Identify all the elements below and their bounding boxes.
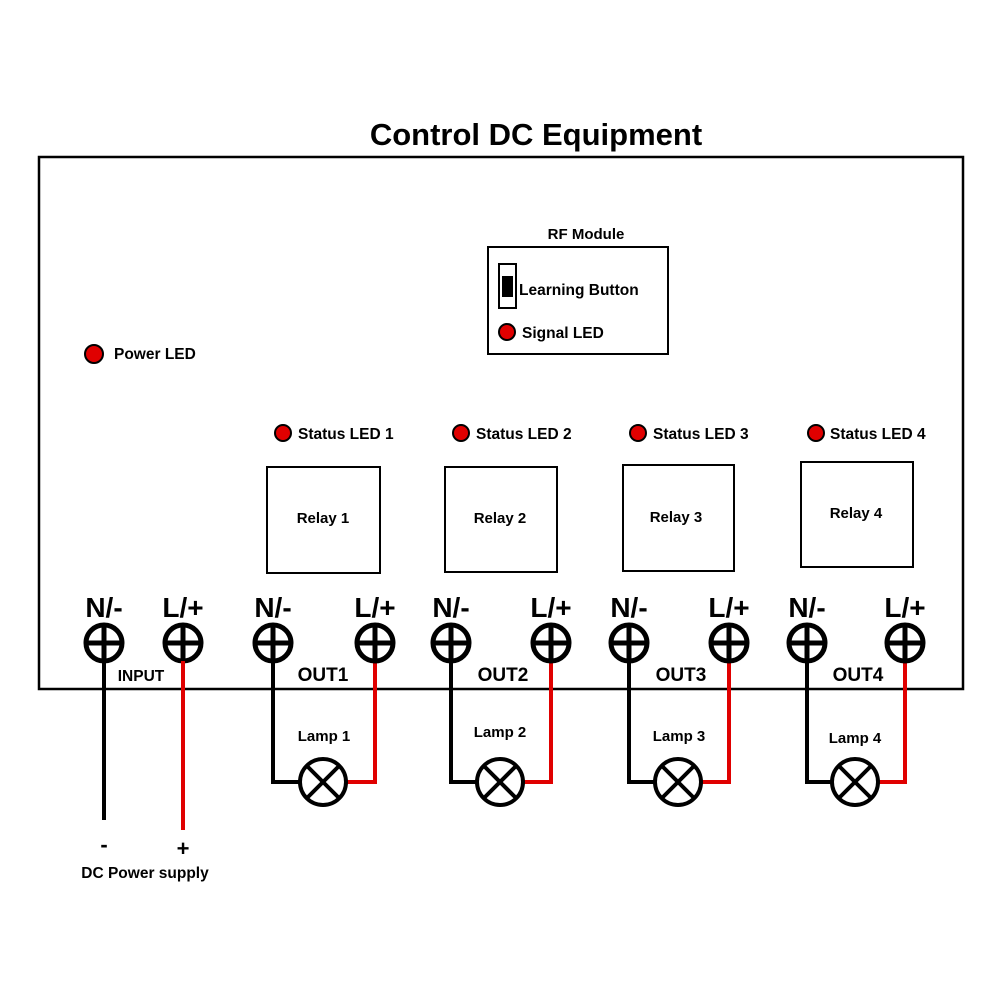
out-neg-label-1: N/- (254, 592, 291, 623)
out-label-3: OUT3 (656, 665, 707, 686)
input-pos-screw[interactable] (162, 622, 204, 664)
input-terminal-block: N/- L/+ INPUT (83, 592, 204, 685)
status-led-label-1: Status LED 1 (298, 426, 394, 443)
channel-3: Status LED 3 Relay 3 N/- L/+ OUT3 Lamp 3 (608, 424, 750, 807)
status-led-3 (629, 424, 647, 442)
channel-2: Status LED 2 Relay 2 N/- L/+ OUT2 Lamp 2 (430, 424, 572, 807)
relay-label-3: Relay 3 (650, 509, 703, 526)
lamp-icon-1 (298, 757, 348, 807)
status-led-4 (807, 424, 825, 442)
power-led-label: Power LED (114, 346, 196, 363)
status-led-label-4: Status LED 4 (830, 426, 926, 443)
out-label-2: OUT2 (478, 665, 529, 686)
lamp-icon-2 (475, 757, 525, 807)
diagram-title: Control DC Equipment (370, 117, 702, 152)
out-neg-label-4: N/- (788, 592, 825, 623)
signal-led-label: Signal LED (522, 325, 604, 342)
lamp-neg-wire-3 (627, 661, 655, 784)
channel-4: Status LED 4 Relay 4 N/- L/+ OUT4 Lamp 4 (786, 424, 926, 807)
learning-button-knob (502, 276, 513, 297)
lamp-pos-wire-2 (523, 661, 553, 784)
lamp-icon-3 (653, 757, 703, 807)
lamp-neg-wire-4 (805, 661, 832, 784)
out-neg-label-3: N/- (610, 592, 647, 623)
out-pos-screw-2[interactable] (530, 622, 572, 664)
controller-board (37, 155, 965, 691)
relay-3 (622, 464, 735, 572)
rf-module: RF Module Learning Button Signal LED (487, 226, 669, 355)
power-supply-neg-sign: - (100, 832, 107, 857)
out-pos-label-2: L/+ (530, 592, 571, 623)
lamp-label-2: Lamp 2 (474, 724, 527, 741)
out-neg-screw-2[interactable] (430, 622, 472, 664)
out-neg-screw-1[interactable] (252, 622, 294, 664)
relay-label-2: Relay 2 (474, 510, 527, 527)
relay-4 (800, 461, 914, 568)
status-led-label-3: Status LED 3 (653, 426, 749, 443)
out-pos-label-4: L/+ (884, 592, 925, 623)
power-supply-pos-sign: + (177, 836, 190, 861)
power-led (84, 344, 104, 364)
channel-1: Status LED 1 Relay 1 N/- L/+ OUT1 Lamp 1 (252, 424, 396, 807)
lamp-neg-wire-1 (271, 661, 300, 784)
out-pos-screw-4[interactable] (884, 622, 926, 664)
out-label-4: OUT4 (833, 665, 884, 686)
rf-module-label: RF Module (548, 226, 625, 243)
status-led-1 (274, 424, 292, 442)
lamp-label-1: Lamp 1 (298, 728, 351, 745)
out-neg-screw-3[interactable] (608, 622, 650, 664)
out-pos-screw-3[interactable] (708, 622, 750, 664)
relay-1 (266, 466, 381, 574)
lamp-neg-wire-2 (449, 661, 477, 784)
out-pos-label-3: L/+ (708, 592, 749, 623)
out-label-1: OUT1 (298, 665, 349, 686)
learning-button-label: Learning Button (519, 282, 639, 299)
status-led-label-2: Status LED 2 (476, 426, 572, 443)
input-neg-label: N/- (85, 592, 122, 623)
status-led-2 (452, 424, 470, 442)
lamp-label-4: Lamp 4 (829, 730, 882, 747)
relay-2 (444, 466, 558, 573)
out-neg-screw-4[interactable] (786, 622, 828, 664)
input-neg-screw[interactable] (83, 622, 125, 664)
lamp-pos-wire-4 (878, 661, 907, 784)
lamp-pos-wire-1 (346, 661, 377, 784)
lamp-icon-4 (830, 757, 880, 807)
out-pos-label-1: L/+ (354, 592, 395, 623)
rf-module-box (487, 246, 669, 355)
relay-label-4: Relay 4 (830, 505, 883, 522)
learning-button[interactable] (498, 263, 517, 309)
signal-led (498, 323, 516, 341)
input-label: INPUT (118, 668, 165, 685)
lamp-pos-wire-3 (701, 661, 731, 784)
relay-label-1: Relay 1 (297, 510, 350, 527)
out-pos-screw-1[interactable] (354, 622, 396, 664)
input-pos-label: L/+ (162, 592, 203, 623)
lamp-label-3: Lamp 3 (653, 728, 706, 745)
power-supply-label: DC Power supply (81, 865, 209, 882)
out-neg-label-2: N/- (432, 592, 469, 623)
